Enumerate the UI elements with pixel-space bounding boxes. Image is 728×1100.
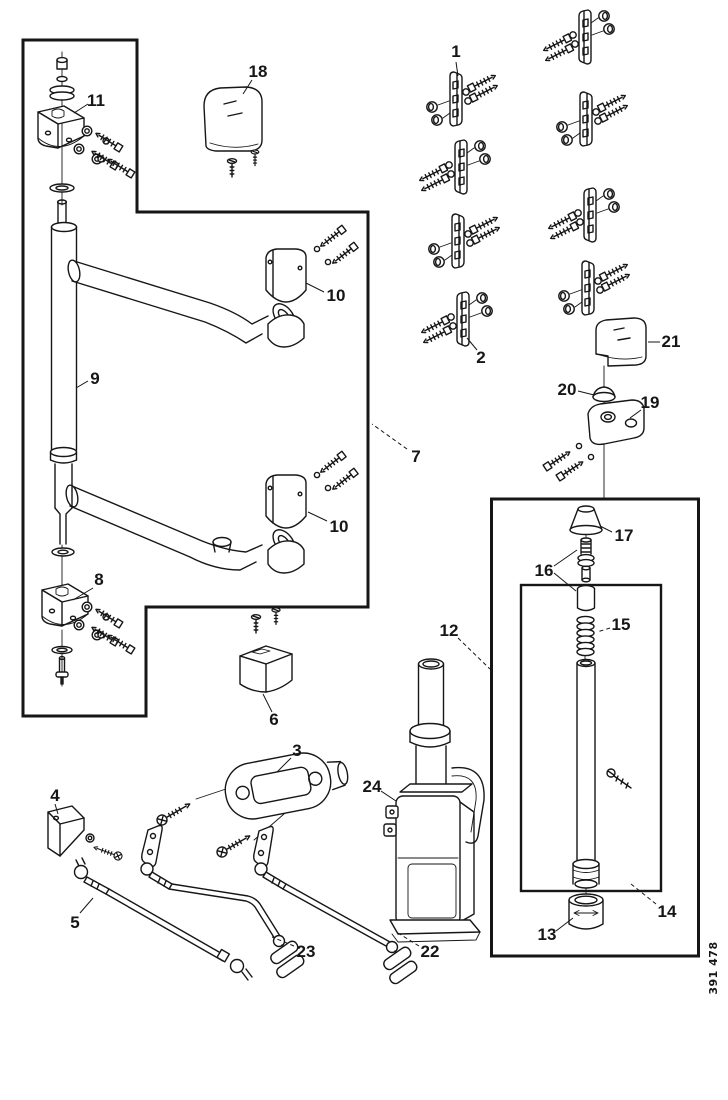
set-screw [606, 768, 632, 789]
part-13-cup [568, 893, 604, 930]
part-11-upper-bracket-assembly [37, 56, 135, 223]
part-21-cover [595, 317, 647, 367]
callout-8: 8 [94, 570, 103, 589]
part-9-shaft-and-bars [49, 221, 359, 574]
left-panel-outline [21, 38, 370, 718]
part-4-angle-bracket [47, 805, 124, 862]
part-22-linkage [253, 825, 420, 987]
drawing-number: 391 478 [707, 941, 720, 994]
part-18-cover [203, 86, 263, 178]
callout-10-lower: 10 [330, 517, 349, 536]
part-3-slotted-plate [154, 752, 349, 860]
callout-22: 22 [421, 942, 440, 961]
callout-12: 12 [440, 621, 459, 640]
callout-1: 1 [451, 42, 460, 61]
assembly-centerlines [61, 51, 605, 897]
callout-16: 16 [535, 561, 554, 580]
part-16-valve-stem [577, 537, 595, 583]
part-1-fastener-clusters [418, 10, 631, 346]
callout-23: 23 [297, 942, 316, 961]
callout-18: 18 [249, 62, 268, 81]
callout-6: 6 [269, 710, 278, 729]
callout-24: 24 [363, 777, 382, 796]
callout-14: 14 [658, 902, 677, 921]
callout-10-upper: 10 [327, 286, 346, 305]
callout-labels: 1 2 3 4 5 6 7 8 9 10 10 11 12 13 14 15 1… [50, 42, 680, 961]
part-5-tie-rod [73, 857, 253, 981]
inner-panel-outline [519, 583, 663, 893]
callout-11: 11 [87, 91, 105, 110]
part-24-actuator [383, 658, 485, 943]
callout-2: 2 [476, 348, 485, 367]
callout-17: 17 [615, 526, 634, 545]
callout-3: 3 [292, 741, 301, 760]
callout-9: 9 [90, 369, 99, 388]
part-8-lower-bracket-assembly [41, 583, 135, 685]
cylinder-rod [572, 658, 600, 889]
bushing-sleeve [576, 584, 596, 612]
part-19-bracket [542, 399, 645, 482]
part-15-spring [576, 615, 595, 657]
callout-21: 21 [662, 332, 681, 351]
callout-leader-lines [54, 61, 660, 947]
part-20-cap [592, 386, 616, 403]
callout-5: 5 [70, 913, 79, 932]
callout-7: 7 [411, 447, 420, 466]
callout-19: 19 [641, 393, 660, 412]
part-6-block [239, 607, 293, 693]
callout-13: 13 [538, 925, 557, 944]
part-10-clamp-lower [266, 451, 358, 573]
part-23-linkage [140, 824, 307, 981]
callout-15: 15 [612, 615, 631, 634]
callout-20: 20 [558, 380, 577, 399]
right-panel-outline [490, 497, 700, 958]
part-17-cone-bushing [569, 505, 603, 536]
callout-4: 4 [50, 786, 60, 805]
